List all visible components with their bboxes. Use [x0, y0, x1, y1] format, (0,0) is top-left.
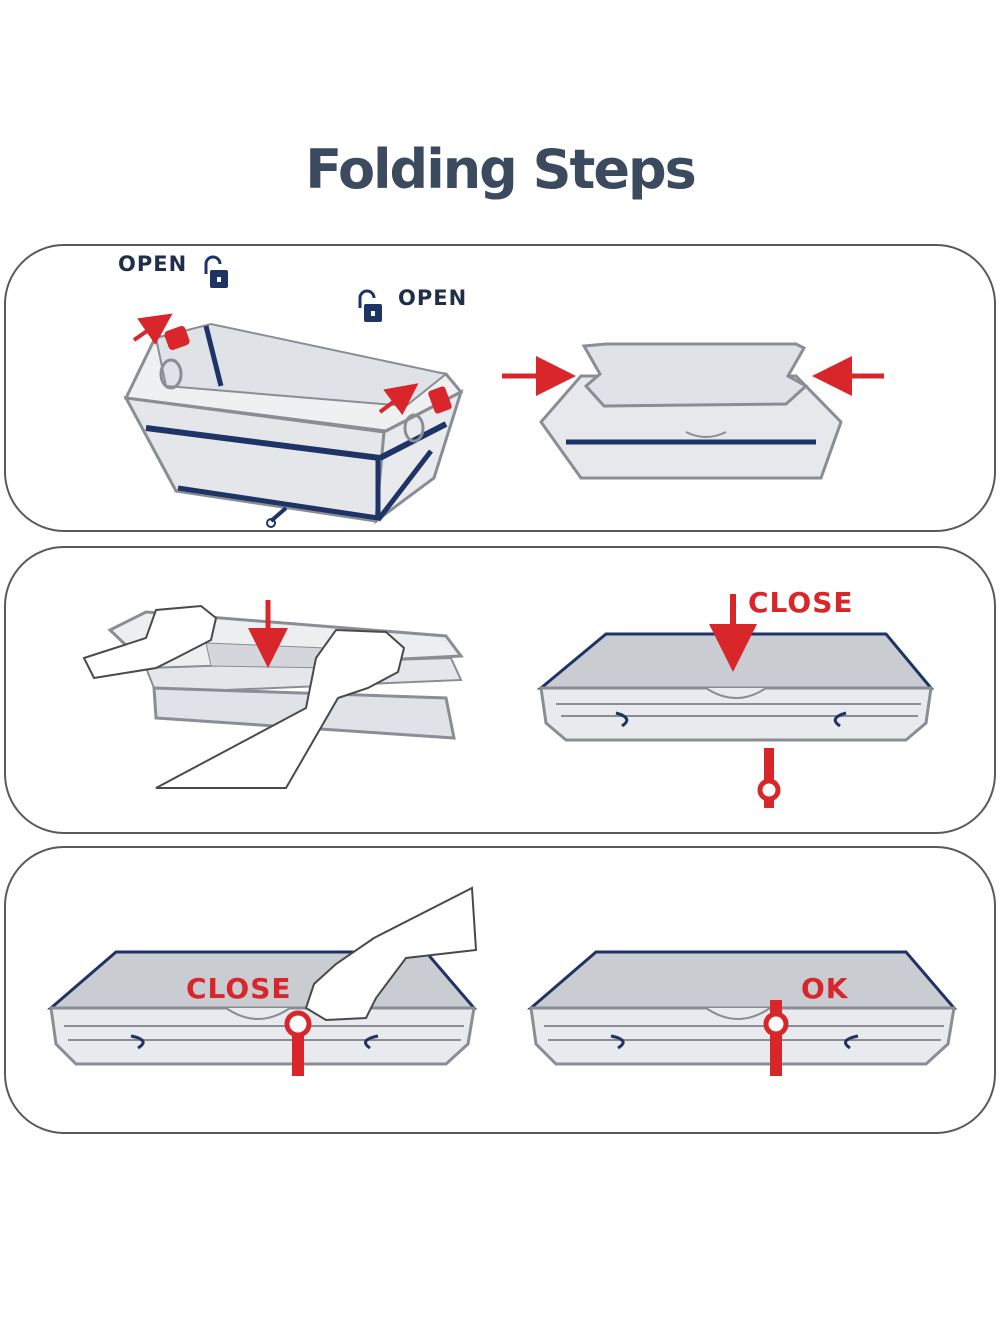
pinched-tub — [539, 342, 843, 480]
close-label: CLOSE — [186, 972, 292, 1005]
strap-icon — [763, 1000, 789, 1076]
panel-2-illustration — [82, 594, 935, 808]
panel-step-1-2: OPEN OPEN — [4, 244, 996, 532]
hand-icon — [304, 886, 478, 1022]
panel-step-5-6: CLOSE OK — [4, 846, 996, 1134]
open-label-right: OPEN — [398, 286, 468, 310]
page-title: Folding Steps — [305, 138, 697, 201]
ok-label: OK — [801, 972, 849, 1005]
close-label: CLOSE — [748, 586, 854, 619]
open-tub — [123, 322, 464, 528]
panel-step-3-4: CLOSE — [4, 546, 996, 834]
arrow-icon — [378, 383, 419, 416]
open-lock-icon — [204, 255, 228, 288]
strap-icon — [284, 1010, 312, 1076]
folded-tub-ok — [526, 950, 958, 1066]
panel-3-illustration — [46, 886, 958, 1076]
strap-icon — [757, 748, 781, 808]
open-lock-icon — [358, 289, 382, 322]
open-label-left: OPEN — [118, 252, 188, 276]
hand-icon — [82, 604, 406, 789]
panel-1-illustration — [123, 255, 884, 528]
arrow-icon — [132, 313, 173, 345]
folded-tub-fastening — [46, 950, 478, 1066]
